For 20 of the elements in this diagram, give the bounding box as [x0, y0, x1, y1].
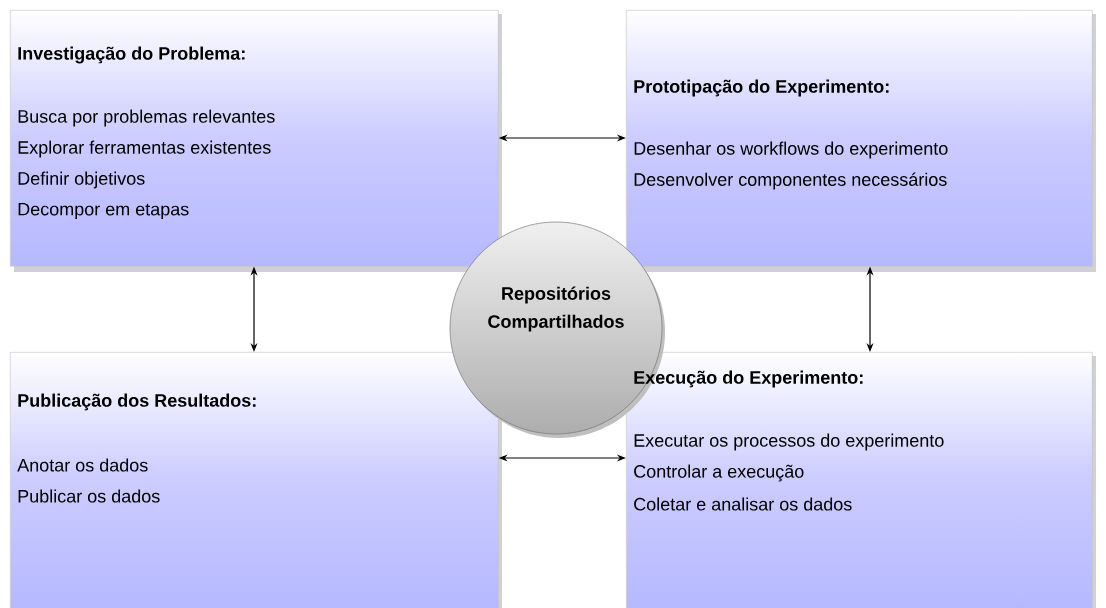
list-item: Explorar ferramentas existentes — [18, 140, 271, 158]
process-box — [10, 10, 502, 272]
list-item: Executar os processos do experimento — [634, 433, 944, 451]
box-heading: Prototipação do Experimento: — [634, 79, 889, 97]
list-item: Anotar os dados — [17, 458, 148, 472]
box-heading: Execução do Experimento: — [634, 370, 863, 388]
list-item: Desenvolver componentes necessários — [634, 172, 947, 190]
list-item: Controlar a execução — [634, 464, 804, 482]
list-item: Decompor em etapas — [18, 202, 189, 220]
list-item: Publicar os dados — [18, 489, 160, 503]
process-box — [626, 352, 1096, 608]
list-item: Coletar e analisar os dados — [634, 497, 852, 511]
box-heading: Publicação dos Resultados: — [18, 393, 256, 411]
process-box — [10, 352, 502, 608]
process-box — [626, 10, 1096, 272]
circle-label: Repositórios Compartilhados — [488, 286, 624, 332]
list-item: Definir objetivos — [18, 171, 145, 189]
list-item: Busca por problemas relevantes — [18, 109, 275, 127]
list-item: Desenhar os workflows do experimento — [634, 141, 948, 159]
box-heading: Investigação do Problema: — [18, 46, 245, 64]
